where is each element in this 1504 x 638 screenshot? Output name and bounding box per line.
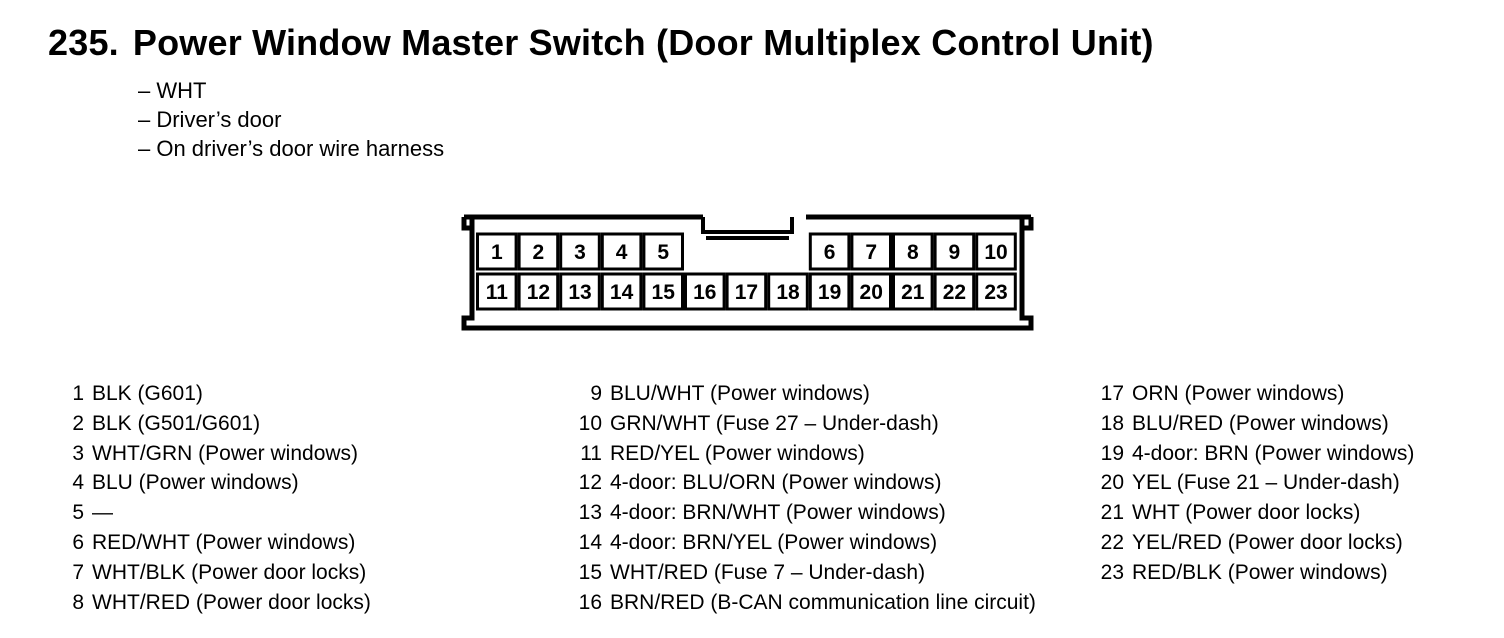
- pin-16-label: 16: [693, 281, 716, 304]
- pin-9-label: 9: [949, 241, 961, 264]
- pin-7-label: 7: [865, 241, 877, 264]
- pin-3-cavity: [559, 232, 601, 271]
- pin-9-cavity: [933, 232, 976, 271]
- pin-15-label: 15: [652, 281, 676, 304]
- pin-6-label: 6: [824, 241, 836, 264]
- pin-4-cavity: [600, 232, 643, 271]
- pin-10-cavity: [975, 232, 1017, 271]
- pin-14-cavity: [600, 272, 643, 311]
- pin-19-label: 19: [818, 281, 841, 304]
- pin-17-label: 17: [735, 281, 758, 304]
- pin-1-label: 1: [491, 241, 503, 264]
- pin-8-cavity: [892, 232, 934, 271]
- pin-12-label: 12: [527, 281, 550, 304]
- pin-23-label: 23: [984, 281, 1007, 304]
- pin-11-label: 11: [486, 281, 509, 304]
- pin-22-label: 22: [943, 281, 966, 304]
- connector-color: – WHT: [138, 78, 207, 103]
- pin-2-cavity: [517, 232, 560, 271]
- pin-13-label: 13: [568, 281, 591, 304]
- pin-21-label: 21: [901, 281, 925, 304]
- pin-7-cavity: [850, 232, 892, 271]
- pin-19-cavity: [808, 272, 851, 311]
- page-title: 235. Power Window Master Switch (Door Mul…: [48, 22, 1154, 64]
- pin-20-label: 20: [860, 281, 883, 304]
- pin-3-label: 3: [574, 241, 586, 264]
- pin-10-label: 10: [984, 241, 1007, 264]
- pin-18-label: 18: [776, 281, 800, 304]
- pin-row: 5—: [72, 501, 113, 525]
- pin-18-cavity: [767, 272, 809, 311]
- pin-5-label: 5: [657, 241, 669, 264]
- pin-6-cavity: [808, 232, 851, 271]
- pin-13-cavity: [559, 272, 601, 311]
- pin-15-cavity: [642, 272, 684, 311]
- pin-14-label: 14: [610, 281, 634, 304]
- pin-1-cavity: [476, 232, 518, 271]
- pin-11-cavity: [476, 272, 518, 311]
- pin-8-label: 8: [907, 241, 919, 264]
- pin-21-cavity: [892, 272, 934, 311]
- connector-info: – WHT – Driver’s door – On driver’s door…: [138, 76, 444, 163]
- connector-harness: – On driver’s door wire harness: [138, 136, 445, 161]
- component-number: 235.: [48, 22, 119, 63]
- connector-location: – Driver’s door: [138, 107, 282, 132]
- pin-16-cavity: [684, 272, 726, 311]
- pin-12-cavity: [517, 272, 560, 311]
- pin-20-cavity: [850, 272, 892, 311]
- pin-23-cavity: [975, 272, 1017, 311]
- pin-5-cavity: [642, 232, 684, 271]
- pin-22-cavity: [933, 272, 976, 311]
- pin-4-label: 4: [616, 241, 628, 264]
- pin-2-label: 2: [533, 241, 545, 264]
- component-title: Power Window Master Switch (Door Multipl…: [132, 22, 1154, 63]
- connector-key: [701, 217, 794, 234]
- pin-17-cavity: [725, 272, 768, 311]
